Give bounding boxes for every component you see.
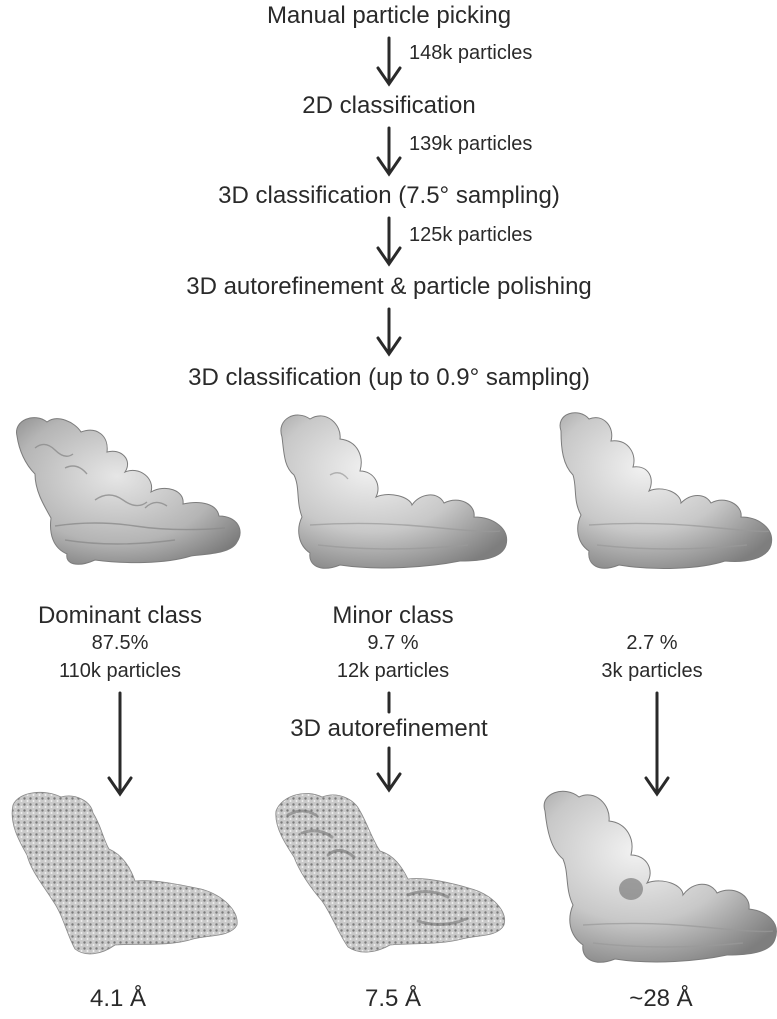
resolution-dominant: 4.1 Å	[89, 985, 147, 1012]
map-minor-lowres	[280, 414, 508, 569]
map-dominant-highres	[11, 791, 238, 955]
dominant-class-particles: 110k particles	[59, 660, 181, 682]
step-3d-classification: 3D classification (7.5° sampling)	[218, 182, 560, 209]
step-manual-picking: Manual particle picking	[266, 2, 512, 29]
minor-class-percent: 9.7 %	[367, 632, 419, 654]
map-third-final	[543, 790, 777, 963]
dominant-class-label: Dominant class	[37, 602, 203, 629]
dominant-class-percent: 87.5%	[91, 632, 149, 654]
map-minor-highres	[275, 793, 505, 953]
resolution-third: ~28 Å	[629, 985, 693, 1012]
particle-count-139k: 139k particles	[409, 133, 533, 155]
arrow-3	[376, 216, 402, 267]
arrow-third	[644, 691, 670, 797]
refinement-label: 3D autorefinement	[290, 715, 488, 742]
arrow-4	[376, 307, 402, 357]
arrow-dominant	[107, 691, 133, 797]
arrow-2	[376, 126, 402, 177]
particle-count-125k: 125k particles	[409, 224, 533, 246]
particle-count-148k: 148k particles	[409, 42, 533, 64]
step-2d-classification: 2D classification	[302, 92, 476, 119]
resolution-minor: 7.5 Å	[364, 985, 422, 1012]
arrow-minor-bottom	[376, 746, 402, 793]
step-3d-autorefinement-polishing: 3D autorefinement & particle polishing	[186, 273, 592, 300]
arrow-1	[376, 36, 402, 87]
step-3d-classification-fine: 3D classification (up to 0.9° sampling)	[188, 364, 590, 391]
third-class-percent: 2.7 %	[626, 632, 678, 654]
third-class-particles: 3k particles	[601, 660, 703, 682]
minor-class-label: Minor class	[332, 602, 454, 629]
map-dominant-lowres	[16, 417, 241, 565]
minor-class-particles: 12k particles	[336, 660, 450, 682]
map-third-lowres	[559, 412, 773, 569]
